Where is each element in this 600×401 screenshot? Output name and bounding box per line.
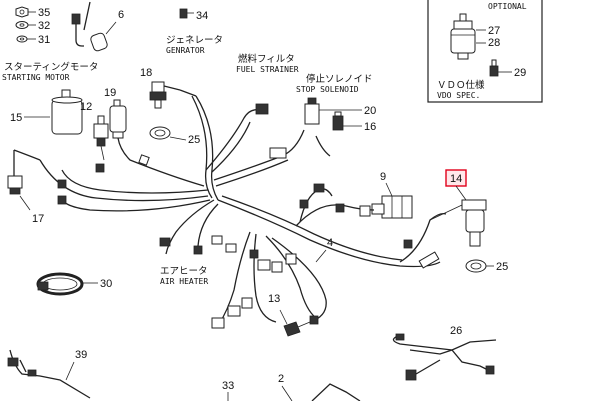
- terminal-clamp-part: [71, 1, 117, 52]
- starting-motor-en-label: STARTING MOTOR: [2, 73, 70, 82]
- callout-26: 26: [450, 325, 462, 337]
- washer-part-32: [15, 21, 29, 29]
- callout-31: 31: [38, 34, 50, 46]
- callout-27: 27: [488, 25, 500, 37]
- harness-part-39: [7, 349, 91, 399]
- sender-part-19: [109, 99, 127, 139]
- solenoid-connector: [269, 147, 287, 159]
- washer-part-25-upper: [149, 126, 187, 141]
- callout-25-upper: 25: [188, 134, 200, 146]
- callout-4: 4: [327, 237, 333, 249]
- vdo-sender-part: [450, 13, 476, 60]
- callout-32: 32: [38, 20, 50, 32]
- callout-14: 14: [450, 173, 462, 185]
- callout-13: 13: [268, 293, 280, 305]
- sender-part-14: [429, 199, 487, 247]
- callout-29: 29: [514, 67, 526, 79]
- harness-part-26: [392, 333, 497, 381]
- switch-part-16: [332, 111, 362, 131]
- sensor-part-13: [283, 321, 311, 337]
- washer-part-31: [16, 35, 28, 43]
- vdo-switch-part: [489, 59, 512, 77]
- callout-6: 6: [118, 9, 124, 21]
- vdo-spec-en-label: VDO SPEC.: [437, 91, 480, 100]
- callout-16: 16: [364, 121, 376, 133]
- vdo-spec-jp-label: ＶＤＯ仕様: [437, 79, 485, 91]
- callout-18: 18: [140, 67, 152, 79]
- solenoid-part-20: [304, 97, 362, 125]
- fuel-strainer-jp-label: 燃料フィルタ: [238, 53, 295, 65]
- callout-19: 19: [104, 87, 116, 99]
- callout-17: 17: [32, 213, 44, 225]
- air-heater-en-label: AIR HEATER: [160, 277, 208, 286]
- callout-30: 30: [100, 278, 112, 290]
- callout-15: 15: [10, 112, 22, 124]
- callout-2: 2: [278, 373, 284, 385]
- connector-part-17: [7, 150, 31, 211]
- sensor-part-18: [149, 81, 197, 109]
- callout-35: 35: [38, 7, 50, 19]
- callout-9: 9: [380, 171, 386, 183]
- relay-part-9: [371, 195, 413, 219]
- callout-25-right: 25: [496, 261, 508, 273]
- bracket-part-2: [311, 383, 361, 401]
- starter-part-15: [51, 89, 83, 135]
- washer-part-25-right: [465, 259, 494, 273]
- sensor-part-12: [93, 115, 109, 161]
- starting-motor-jp-label: スターティングモータ: [4, 61, 98, 73]
- optional-label: OPTIONAL: [488, 2, 527, 11]
- callout-34: 34: [196, 10, 208, 22]
- callout-33: 33: [222, 380, 234, 392]
- callout-28: 28: [488, 37, 500, 49]
- nut-part-35: [15, 6, 29, 18]
- fuel-strainer-en-label: FUEL STRAINER: [236, 65, 299, 74]
- callout-14-highlight: 14: [445, 169, 467, 201]
- air-heater-jp-label: エアヒータ: [160, 266, 208, 277]
- strainer-connector: [255, 103, 269, 115]
- generator-en-label: GENRATOR: [166, 46, 205, 55]
- callout-20: 20: [364, 105, 376, 117]
- callout-39: 39: [75, 349, 87, 361]
- hose-clamp-part-30: [36, 272, 98, 296]
- generator-jp-label: ジェネレータ: [166, 35, 223, 46]
- main-harness: [13, 95, 447, 329]
- small-parts-group: 35 32 31: [15, 6, 50, 46]
- stop-solenoid-en-label: STOP SOLENOID: [296, 85, 359, 94]
- generator-terminal-part: [179, 8, 194, 19]
- vdo-optional-inset: OPTIONAL 27 28 29 ＶＤＯ仕様 VDO SPEC.: [427, 0, 543, 103]
- stop-solenoid-jp-label: 停止ソレノイド: [306, 73, 373, 85]
- callout-12: 12: [80, 101, 92, 113]
